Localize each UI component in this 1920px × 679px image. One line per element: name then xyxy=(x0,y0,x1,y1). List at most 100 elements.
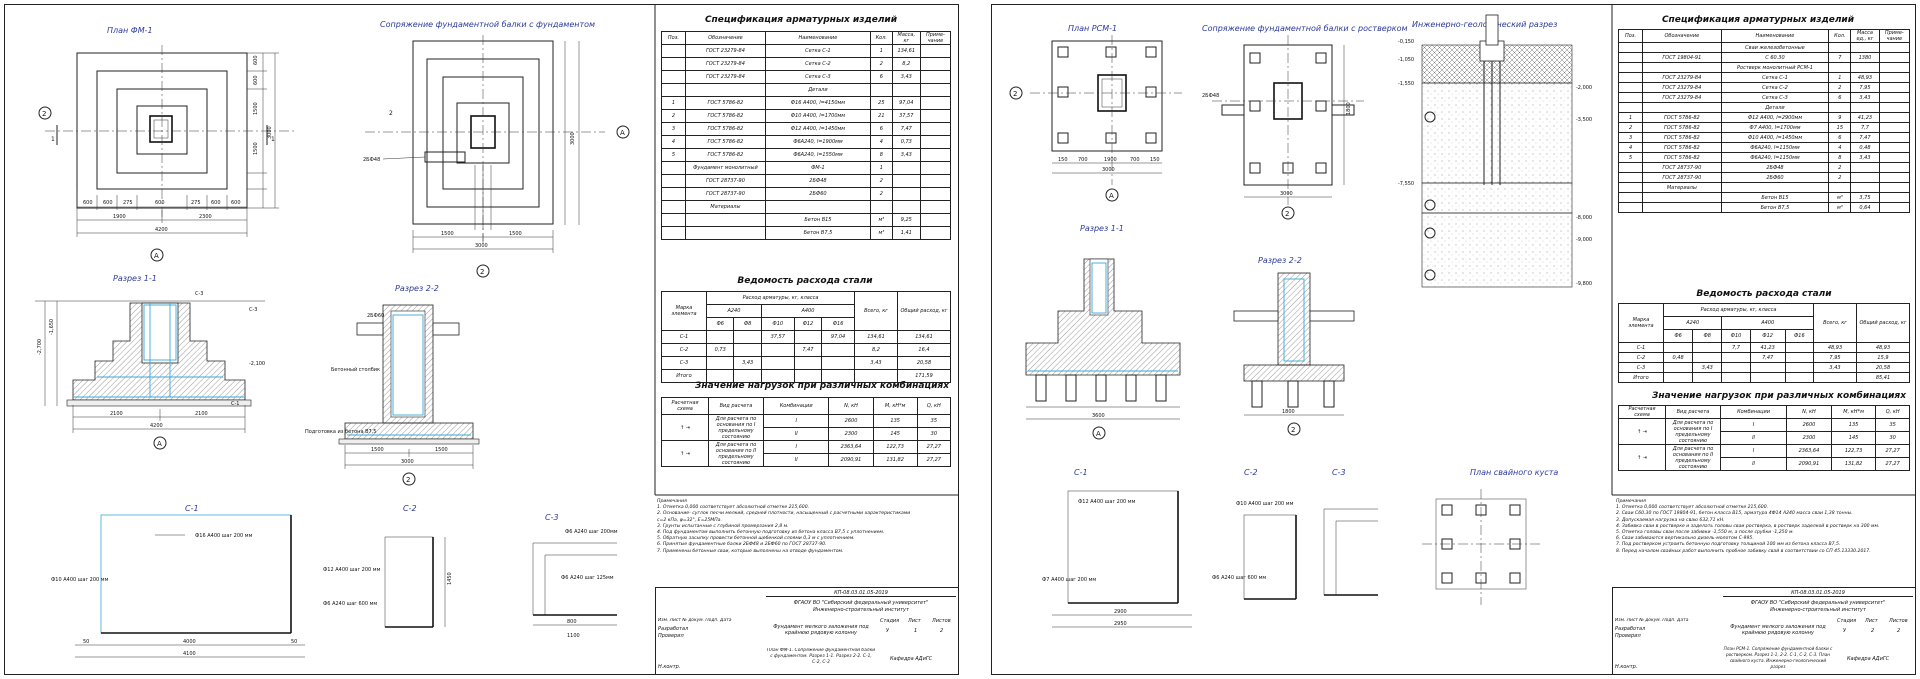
svg-text:2: 2 xyxy=(1291,426,1295,434)
table-cell xyxy=(1828,102,1852,113)
table-cell: ГОСТ 23279-84 xyxy=(684,44,766,58)
svg-text:3000: 3000 xyxy=(475,243,488,249)
table-cell: ГОСТ 23279-84 xyxy=(1642,82,1722,93)
steel-table: Марка элемента Расход арматуры, кг, клас… xyxy=(661,291,951,383)
stamp-org: ФГАОУ ВО "Сибирский федеральный универси… xyxy=(1750,600,1886,606)
svg-text:-0,150: -0,150 xyxy=(1398,39,1414,45)
table-cell: 4 xyxy=(1828,142,1852,153)
plan-fm1: 600 600 275 600 275 600 600 1900 2300 42… xyxy=(38,45,295,262)
table-cell: 0,64 xyxy=(1850,202,1880,213)
load-calc-type: Для расчета по основания по II предельно… xyxy=(708,440,764,467)
table-cell: 3 xyxy=(661,122,686,136)
s2-loads-table: Расчетная схема Вид расчета Комбинации N… xyxy=(1618,405,1910,471)
stamp-sheet-title: План ФМ-1. Сопряжение фундаментной балки… xyxy=(766,648,876,665)
view-title-section2: Разрез 2-2 xyxy=(395,284,439,293)
svg-text:150: 150 xyxy=(1058,157,1068,163)
svg-text:600: 600 xyxy=(253,55,259,65)
loads-header-row: Расчетная схема Вид расчета Комбинации N… xyxy=(661,397,952,415)
table-cell xyxy=(684,83,766,97)
table-cell xyxy=(705,330,735,344)
svg-text:-2,000: -2,000 xyxy=(1576,85,1592,91)
svg-text:4000: 4000 xyxy=(183,639,196,645)
load-cell: II xyxy=(762,427,830,441)
stamp-sheet-title: План РСМ-1. Сопряжение фундаментной балк… xyxy=(1723,646,1833,669)
table-cell: 2БФ60 xyxy=(1720,172,1830,183)
table-cell: 2 xyxy=(869,174,893,188)
table-cell: 21 xyxy=(869,109,893,123)
table-cell: 0,48 xyxy=(1850,142,1880,153)
table-cell xyxy=(1642,202,1722,213)
load-cell: 35 xyxy=(916,414,952,428)
loads-col: N, кН xyxy=(828,397,874,415)
table-cell xyxy=(661,200,686,214)
table-cell: 3,43 xyxy=(854,356,898,370)
mesh-c2: Ф12 А400 шаг 200 мм Ф6 А240 шаг 600 мм 1… xyxy=(323,536,453,628)
table-cell: ГОСТ 5786-82 xyxy=(684,109,766,123)
s2-mesh-c2: Ф10 А400 шаг 200 мм Ф6 А240 шаг 600 мм xyxy=(1212,501,1297,600)
table-cell: 48,93 xyxy=(1850,72,1880,83)
table-cell xyxy=(1784,362,1815,373)
table-row: Детали xyxy=(1617,102,1911,113)
table-cell: 0,73 xyxy=(705,343,735,357)
stamp-sheet-label: Лист xyxy=(908,618,921,624)
svg-text:Бетонный столбик: Бетонный столбик xyxy=(331,366,380,373)
load-scheme-icon: ↑ ⇥ xyxy=(1618,444,1666,471)
loads-col: M, кН*м xyxy=(872,397,918,415)
table-cell xyxy=(684,213,766,227)
svg-text:А: А xyxy=(1096,430,1101,438)
table-cell xyxy=(1878,62,1911,73)
svg-text:А: А xyxy=(1109,192,1114,200)
load-cell: II xyxy=(1719,457,1788,471)
table-cell xyxy=(919,44,952,58)
stamp-role: Дата xyxy=(1677,618,1689,623)
notes-title: Примечания xyxy=(1616,499,1646,504)
note-item: c=2 кПа, φ=32°, E=25МПа. xyxy=(657,517,722,523)
table-cell xyxy=(919,109,952,123)
table-cell xyxy=(1878,72,1911,83)
table-cell: Ф6А240, l=1150мм xyxy=(1720,142,1830,153)
table-cell xyxy=(1878,112,1911,123)
table-cell: 8,2 xyxy=(854,343,898,357)
view-title-pile: План свайного куста xyxy=(1470,468,1558,477)
spec-title: Спецификация арматурных изделий xyxy=(704,15,898,25)
table-cell xyxy=(1878,82,1911,93)
svg-text:2: 2 xyxy=(480,268,484,276)
s2-section-1-1: 3600 А xyxy=(1025,258,1181,440)
load-cell: I xyxy=(762,440,830,454)
steel-diam: Ф16 xyxy=(821,317,855,331)
load-calc-type: Для расчета по основания по II предельно… xyxy=(1665,444,1721,471)
table-cell xyxy=(733,369,762,383)
table-cell: 6 xyxy=(869,122,893,136)
table-cell: С-3 xyxy=(661,356,707,370)
spec-col-code: Обозначение xyxy=(684,31,766,45)
table-cell xyxy=(1642,62,1722,73)
table-cell xyxy=(1878,182,1911,193)
table-cell: 3 xyxy=(1617,132,1644,143)
stamp-role: № докум. xyxy=(1639,618,1661,623)
table-cell xyxy=(1850,102,1880,113)
view-title-c1: С-1 xyxy=(185,504,199,513)
table-cell: 3,43 xyxy=(891,148,921,162)
table-cell xyxy=(919,57,952,71)
junction-view-1: 2БФ48 1500 1500 3000 3000 А 2 2 xyxy=(363,35,630,278)
table-cell: ГОСТ 19804-91 xyxy=(1642,52,1722,63)
steel-col-class: Расход арматуры, кг, класса xyxy=(1663,303,1814,317)
table-cell: 3,75 xyxy=(1850,192,1880,203)
loads-col: N, кН xyxy=(1786,405,1832,419)
table-cell: 7,7 xyxy=(1850,122,1880,133)
table-cell: 15,9 xyxy=(1856,352,1910,363)
stamp-inst: Инженерно-строительный институт xyxy=(1770,607,1866,613)
stamp-developer: Разработал xyxy=(1615,626,1646,632)
stamp-role: Изм. xyxy=(658,618,669,623)
svg-text:-1,650: -1,650 xyxy=(49,319,55,335)
stamp-code: КП-08.03.01.05-2019 xyxy=(766,590,956,597)
stamp-role: Лист xyxy=(1626,618,1638,623)
svg-text:600: 600 xyxy=(253,75,259,85)
table-cell xyxy=(1878,202,1911,213)
table-cell: С-2 xyxy=(661,343,707,357)
table-cell xyxy=(891,174,921,188)
